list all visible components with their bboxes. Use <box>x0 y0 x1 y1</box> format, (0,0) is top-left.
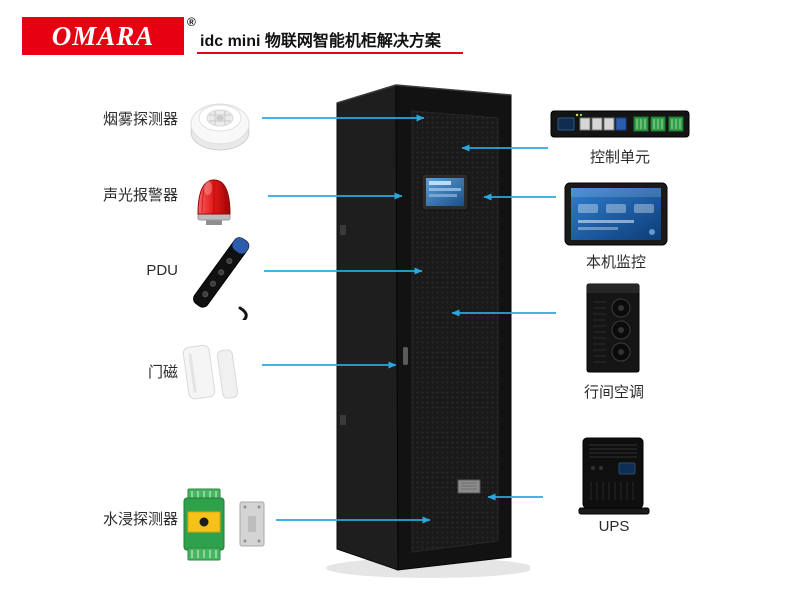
page-title: idc mini 物联网智能机柜解决方案 <box>200 33 441 50</box>
label-sound-light-alarm: 声光报警器 <box>102 187 178 204</box>
label-door-magnetic-sensor: 门磁 <box>147 364 178 381</box>
control-unit-icon <box>550 106 690 142</box>
inrow-air-conditioner-icon <box>584 282 644 376</box>
registered-trademark-symbol: ® <box>187 15 196 29</box>
cabinet-door-handle <box>403 347 408 365</box>
label-local-monitor: 本机监控 <box>585 254 646 271</box>
cabinet-side-panel <box>336 84 399 571</box>
label-pdu: PDU <box>146 262 178 279</box>
label-inrow-air-conditioner: 行间空调 <box>583 384 644 401</box>
cabinet-hinge <box>340 415 346 425</box>
brand-logo: OMARA <box>22 17 184 55</box>
sound-light-alarm-icon <box>186 168 242 228</box>
title-underline <box>197 52 463 54</box>
pdu-icon <box>178 228 262 320</box>
cabinet-touchscreen <box>421 173 469 211</box>
ups-icon <box>577 436 651 516</box>
cabinet-top-edge <box>336 84 512 104</box>
local-monitor-icon <box>564 182 668 248</box>
door-magnetic-sensor-icon <box>176 340 250 404</box>
label-control-unit: 控制单元 <box>589 149 650 166</box>
smoke-detector-icon <box>185 88 255 154</box>
brand-logo-text: OMARA <box>51 20 155 51</box>
label-smoke-detector: 烟雾探测器 <box>102 111 178 128</box>
water-leak-detector-icon <box>178 486 272 568</box>
smart-cabinet-illustration <box>320 75 530 585</box>
label-water-leak-detector: 水浸探测器 <box>102 511 178 528</box>
label-ups: UPS <box>598 518 630 535</box>
cabinet-hinge <box>340 225 346 235</box>
